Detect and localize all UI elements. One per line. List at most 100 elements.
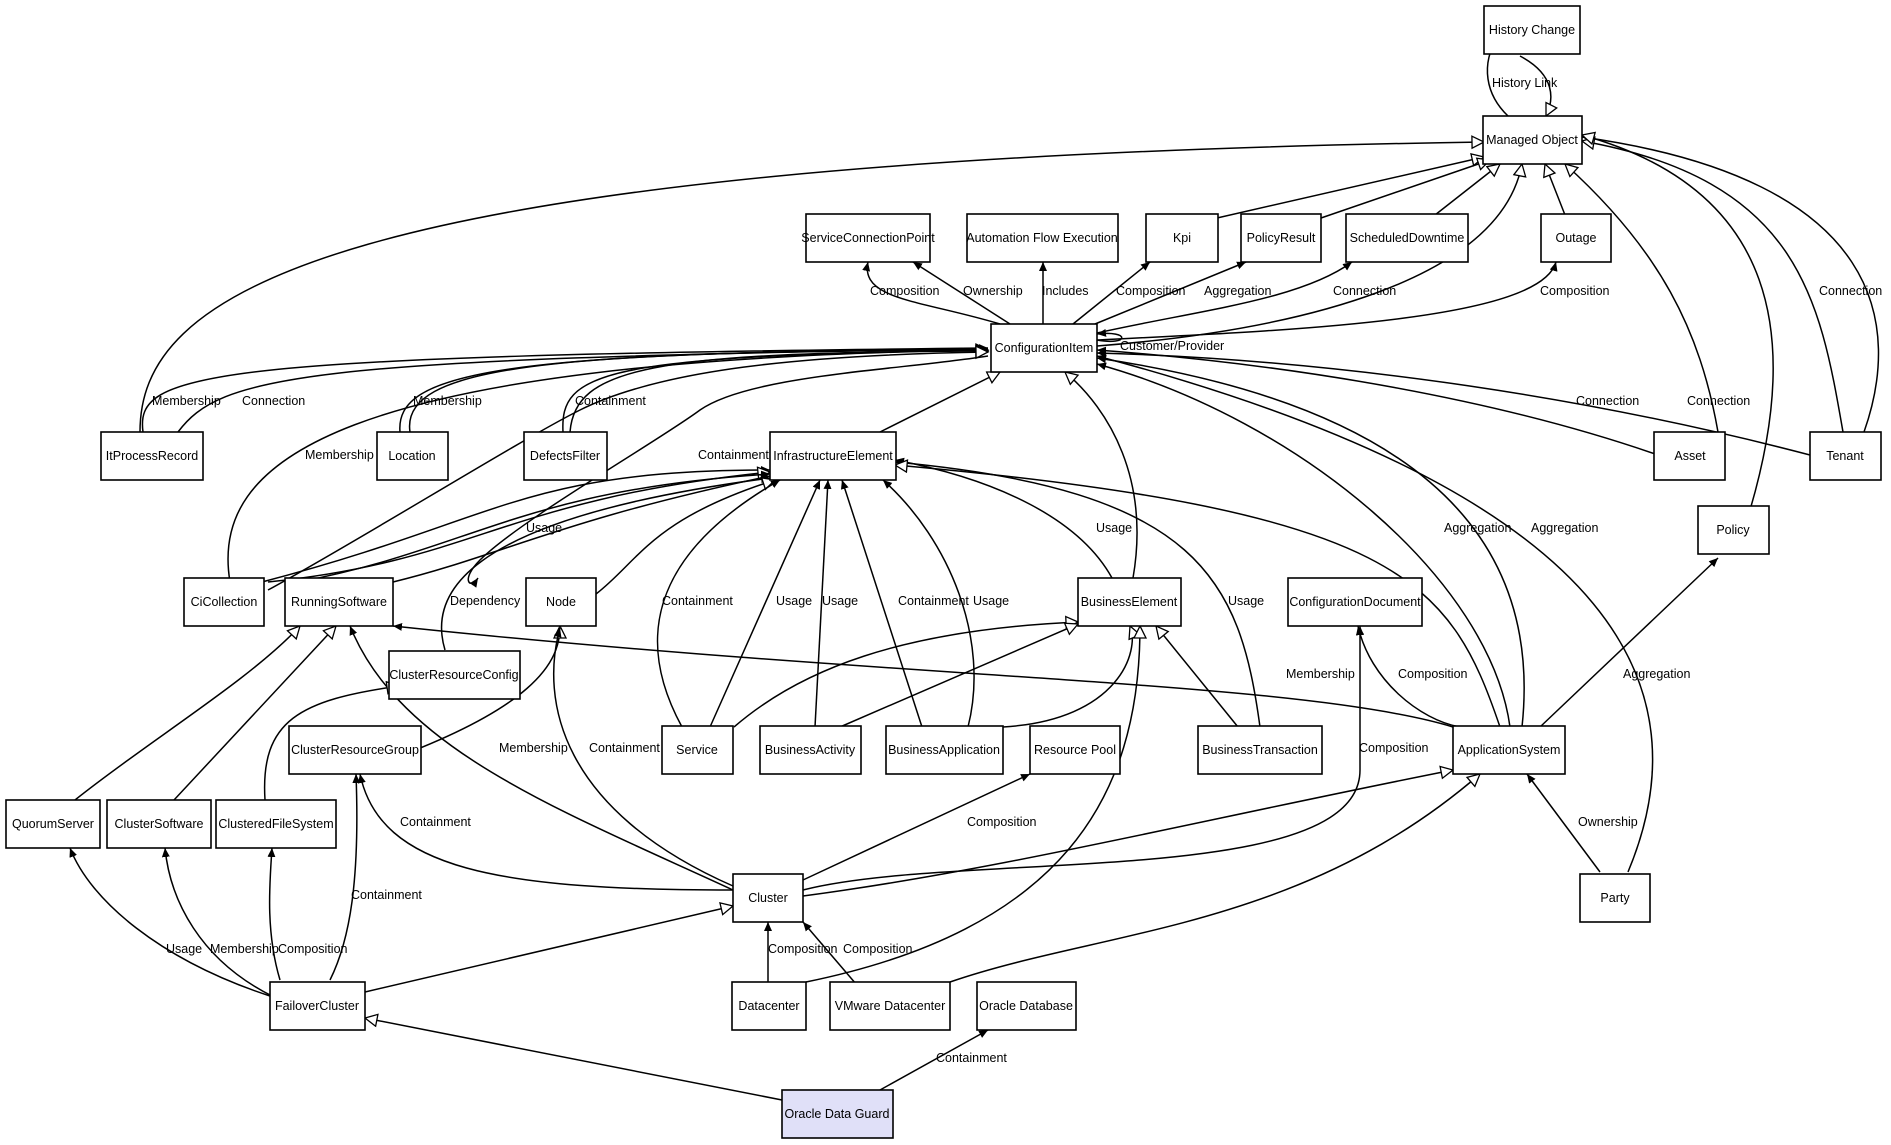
node-infrastructure-element[interactable]: InfrastructureElement xyxy=(769,431,897,481)
node-running-software-label: RunningSoftware xyxy=(291,595,387,609)
node-business-transaction[interactable]: BusinessTransaction xyxy=(1197,725,1323,775)
edge-rs-inherits-ie xyxy=(267,472,770,583)
edge-cluster-composition-doc xyxy=(802,626,1364,891)
label-tenant-connection-ci: Connection xyxy=(1687,394,1750,408)
edge-appsys-aggregation-policy xyxy=(1539,557,1719,728)
node-defects-filter[interactable]: DefectsFilter xyxy=(523,431,608,481)
label-ci-connection-downtime: Connection xyxy=(1333,284,1396,298)
node-asset[interactable]: Asset xyxy=(1653,431,1726,481)
label-itpr-connection: Connection xyxy=(242,394,305,408)
node-kpi[interactable]: Kpi xyxy=(1145,213,1219,263)
node-service-connection-point[interactable]: ServiceConnectionPoint xyxy=(801,213,935,263)
edge-tenant-connection-mo xyxy=(1581,134,1880,433)
node-quorum-server[interactable]: QuorumServer xyxy=(5,799,101,849)
edge-labels: History Link Composition Ownership Inclu… xyxy=(152,76,1882,1065)
edge-ci-ownership-scp xyxy=(912,261,1011,325)
node-it-process-record[interactable]: ItProcessRecord xyxy=(100,431,204,481)
node-policy-result-label: PolicyResult xyxy=(1247,231,1316,245)
node-managed-object-label: Managed Object xyxy=(1486,133,1578,147)
label-cluster-containment-node: Containment xyxy=(589,741,660,755)
label-odg-containment: Containment xyxy=(936,1051,1007,1065)
node-oracle-database[interactable]: Oracle Database xyxy=(976,981,1077,1031)
node-failover-cluster[interactable]: FailoverCluster xyxy=(269,981,366,1031)
node-scheduled-downtime[interactable]: ScheduledDowntime xyxy=(1345,213,1469,263)
node-automation-flow-execution-label: Automation Flow Execution xyxy=(966,231,1118,245)
node-cluster-resource-group[interactable]: ClusterResourceGroup xyxy=(288,725,422,775)
node-automation-flow-execution[interactable]: Automation Flow Execution xyxy=(966,213,1119,263)
label-cluster-composition-doc: Composition xyxy=(1359,741,1429,755)
nodes: History Change Managed Object ServiceCon… xyxy=(5,5,1882,1139)
edge-fc-usage-qs xyxy=(69,847,271,997)
edge-location-inherits-ci xyxy=(408,350,988,433)
node-oracle-data-guard[interactable]: Oracle Data Guard xyxy=(781,1089,894,1139)
node-clustered-file-system[interactable]: ClusteredFileSystem xyxy=(215,799,337,849)
node-business-activity[interactable]: BusinessActivity xyxy=(759,725,862,775)
edge-kpi-inherits-mo xyxy=(1216,157,1484,219)
label-bapp-containment: Containment xyxy=(898,594,969,608)
edge-appsys-composition-doc xyxy=(1356,625,1461,728)
edge-appsys-membership-rs xyxy=(392,622,1454,728)
node-business-element[interactable]: BusinessElement xyxy=(1077,577,1182,627)
node-configuration-item[interactable]: ConfigurationItem xyxy=(990,323,1098,373)
node-asset-label: Asset xyxy=(1674,449,1706,463)
edge-asset-connection-ci xyxy=(1096,346,1659,456)
label-cluster-membership: Membership xyxy=(499,741,568,755)
edge-ba-usage-ie xyxy=(814,479,832,728)
node-policy[interactable]: Policy xyxy=(1697,505,1770,555)
node-service[interactable]: Service xyxy=(661,725,734,775)
edge-fc-composition-cfs xyxy=(267,847,281,981)
edge-cicollection-inherits-ci xyxy=(267,352,988,591)
edge-appsys-aggregation-ci-2 xyxy=(1096,355,1525,728)
edge-odg-inherits-fc xyxy=(365,1018,783,1101)
node-it-process-record-label: ItProcessRecord xyxy=(106,449,198,463)
node-business-application[interactable]: BusinessApplication xyxy=(885,725,1004,775)
node-location[interactable]: Location xyxy=(376,431,449,481)
node-business-element-label: BusinessElement xyxy=(1081,595,1178,609)
node-tenant[interactable]: Tenant xyxy=(1809,431,1882,481)
node-managed-object[interactable]: Managed Object xyxy=(1482,115,1583,165)
node-location-label: Location xyxy=(388,449,435,463)
label-crc-dependency: Dependency xyxy=(450,594,521,608)
node-node[interactable]: Node xyxy=(525,577,597,627)
label-dc-composition: Composition xyxy=(768,942,838,956)
node-cluster-software[interactable]: ClusterSoftware xyxy=(106,799,212,849)
node-cluster-resource-config[interactable]: ClusterResourceConfig xyxy=(388,650,521,700)
label-fc-usage: Usage xyxy=(166,942,202,956)
edge-crc-dependency xyxy=(440,475,771,651)
edge-ci-composition-scp xyxy=(862,261,1001,325)
node-node-label: Node xyxy=(546,595,576,609)
node-vmware-datacenter[interactable]: VMware Datacenter xyxy=(829,981,951,1031)
node-outage[interactable]: Outage xyxy=(1540,213,1612,263)
node-cluster[interactable]: Cluster xyxy=(732,873,804,923)
node-cluster-resource-config-label: ClusterResourceConfig xyxy=(389,668,518,682)
edge-service-containment-ie xyxy=(656,479,781,728)
node-quorum-server-label: QuorumServer xyxy=(12,817,94,831)
label-fc-membership: Membership xyxy=(210,942,279,956)
node-cluster-software-label: ClusterSoftware xyxy=(115,817,204,831)
node-policy-result[interactable]: PolicyResult xyxy=(1240,213,1322,263)
node-ci-collection[interactable]: CiCollection xyxy=(183,577,265,627)
label-party-aggregation: Aggregation xyxy=(1623,667,1690,681)
node-party[interactable]: Party xyxy=(1579,873,1651,923)
node-tenant-label: Tenant xyxy=(1826,449,1864,463)
node-application-system[interactable]: ApplicationSystem xyxy=(1452,725,1566,775)
label-appsys-aggregation-1: Aggregation xyxy=(1444,521,1511,535)
edges xyxy=(69,35,1880,1101)
node-configuration-document[interactable]: ConfigurationDocument xyxy=(1287,577,1423,627)
edge-policyresult-inherits-mo xyxy=(1320,160,1490,219)
label-service-containment: Containment xyxy=(662,594,733,608)
node-resource-pool[interactable]: Resource Pool xyxy=(1029,725,1121,775)
edge-ci-composition-kpi xyxy=(1072,261,1151,325)
node-running-software[interactable]: RunningSoftware xyxy=(284,577,394,627)
node-history-change[interactable]: History Change xyxy=(1483,5,1581,55)
edge-party-aggregation xyxy=(1096,354,1654,873)
edge-appsys-inherits-ie xyxy=(895,465,1501,728)
label-ci-customer-provider: Customer/Provider xyxy=(1120,339,1224,353)
node-datacenter[interactable]: Datacenter xyxy=(731,981,807,1031)
label-asset-connection: Connection xyxy=(1576,394,1639,408)
node-cluster-label: Cluster xyxy=(748,891,788,905)
node-oracle-database-label: Oracle Database xyxy=(979,999,1073,1013)
edge-rs-loop xyxy=(392,473,771,583)
edge-itpr-membership xyxy=(141,344,989,433)
edge-be-usage-ie xyxy=(894,457,1113,579)
